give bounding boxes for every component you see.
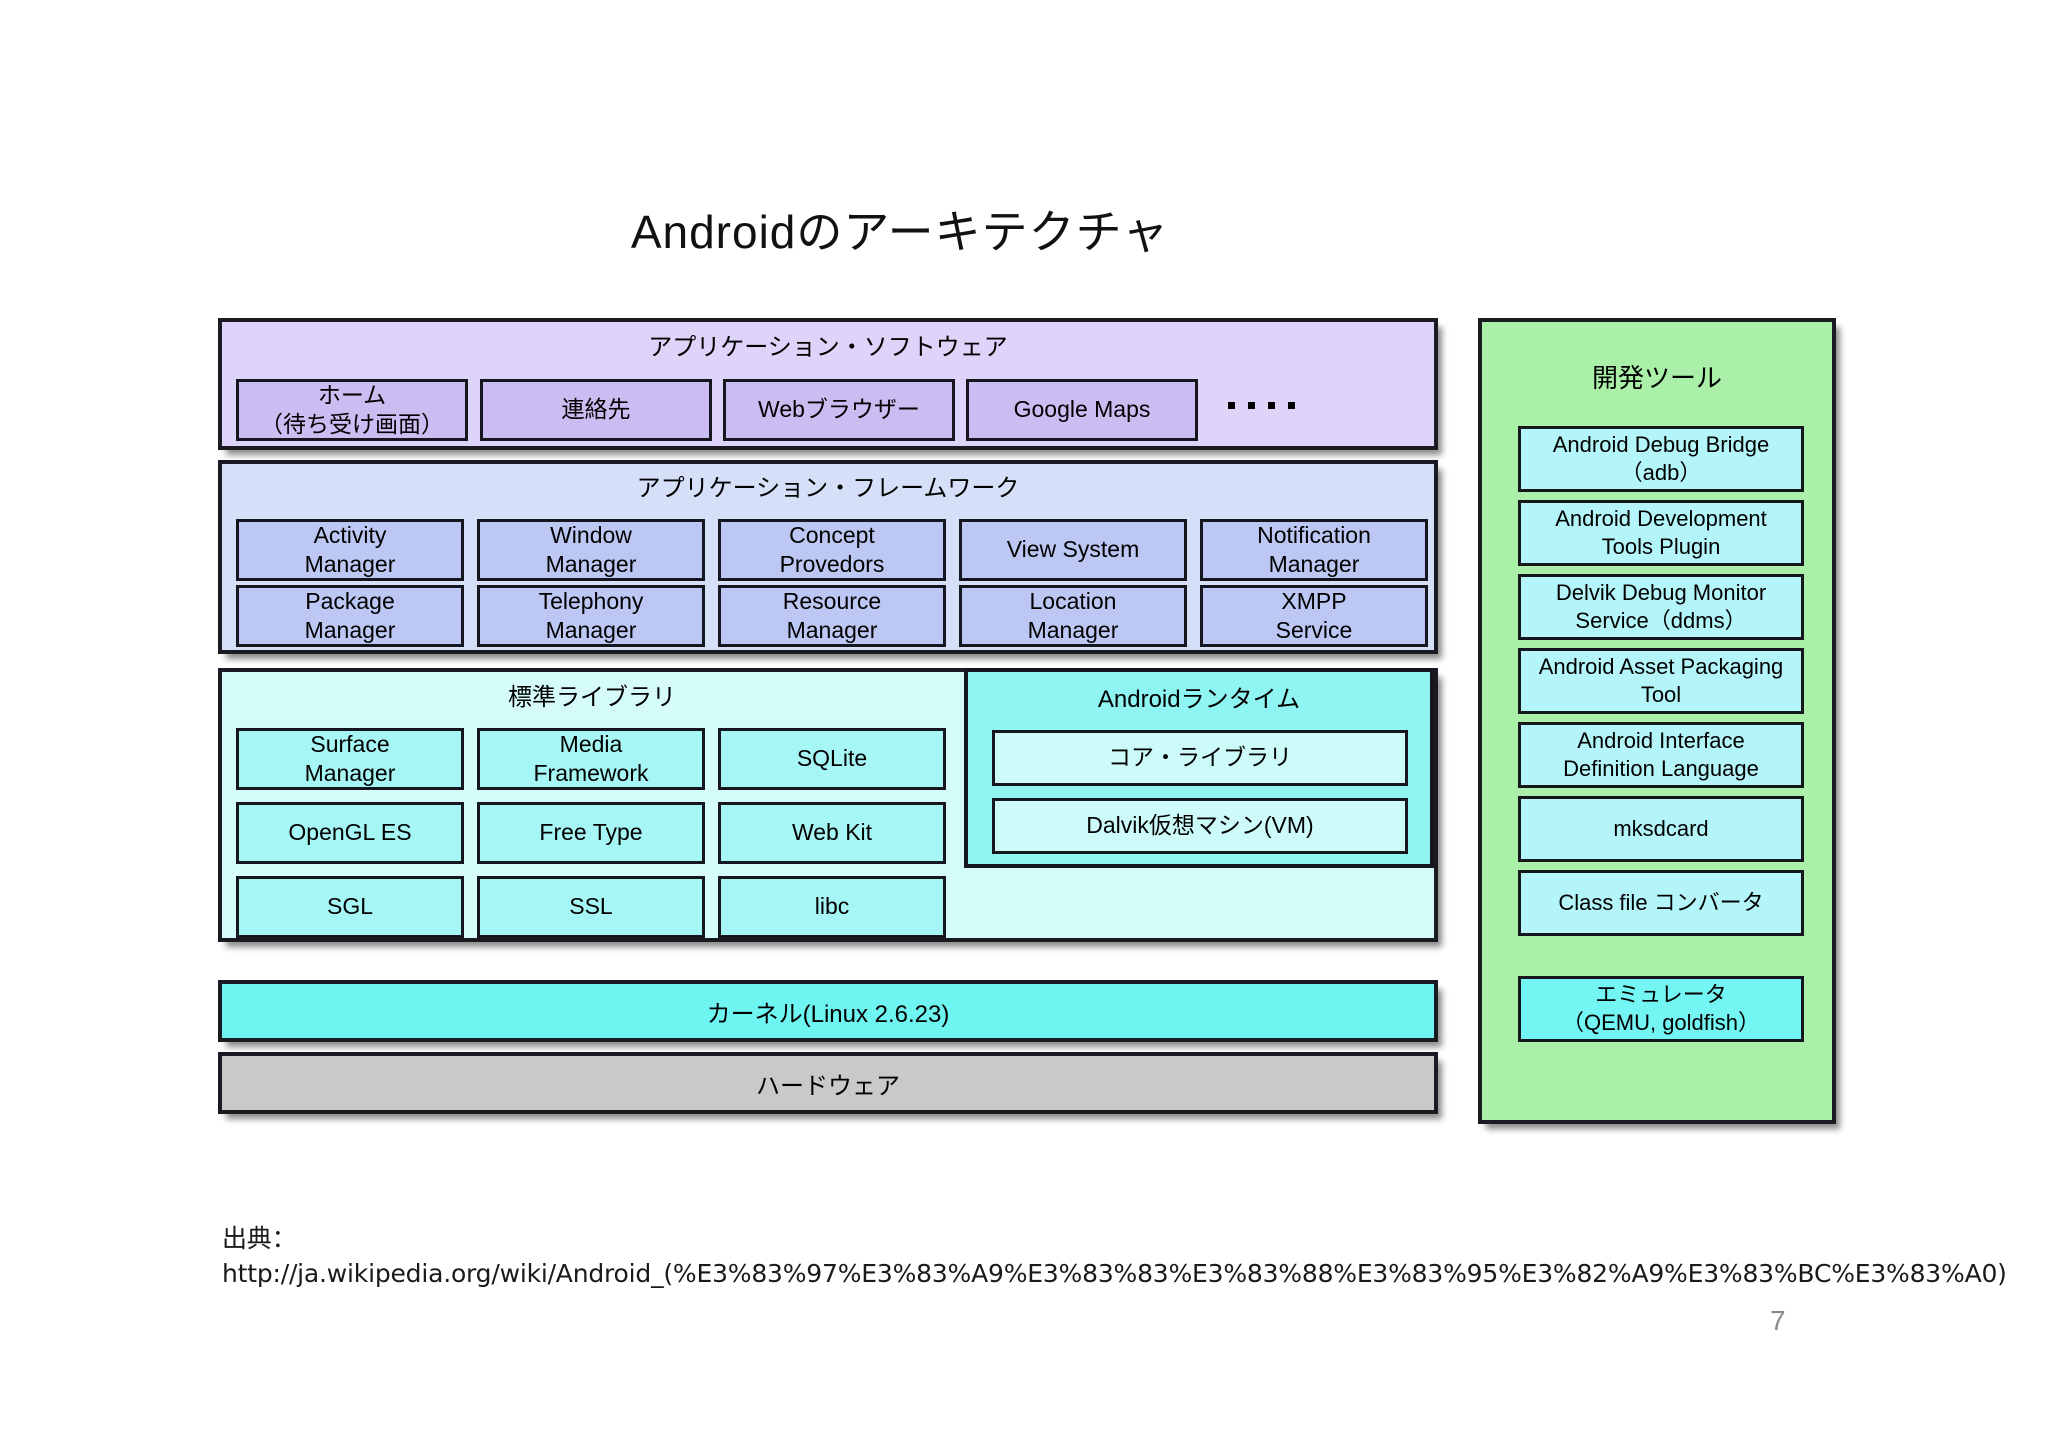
library-box-ssl[interactable]: SSL [477,876,705,938]
app-box-web-browser[interactable]: Webブラウザー [723,379,955,441]
tool-box-aapt[interactable]: Android Asset Packaging Tool [1518,648,1804,714]
framework-box-activity-manager[interactable]: Activity Manager [236,519,464,581]
application-framework-layer: アプリケーション・フレームワーク Activity Manager Window… [218,460,1438,654]
libraries-layer: 標準ライブラリ Surface Manager Media Framework … [218,668,1438,942]
library-box-sqlite[interactable]: SQLite [718,728,946,790]
kernel-layer: カーネル(Linux 2.6.23) [218,980,1438,1042]
framework-box-telephony-manager[interactable]: Telephony Manager [477,585,705,647]
tool-box-adt-plugin[interactable]: Android Development Tools Plugin [1518,500,1804,566]
application-software-layer: アプリケーション・ソフトウェア ホーム （待ち受け画面） 連絡先 Webブラウザ… [218,318,1438,450]
development-tools-panel: 開発ツール Android Debug Bridge （adb） Android… [1478,318,1836,1124]
runtime-box-dalvik-vm[interactable]: Dalvik仮想マシン(VM) [992,798,1408,854]
ellipsis-dots [1228,402,1295,409]
tool-box-mksdcard[interactable]: mksdcard [1518,796,1804,862]
library-box-web-kit[interactable]: Web Kit [718,802,946,864]
tool-box-adb[interactable]: Android Debug Bridge （adb） [1518,426,1804,492]
application-framework-heading: アプリケーション・フレームワーク [636,475,1020,502]
tool-box-emulator[interactable]: エミュレータ （QEMU, goldfish） [1518,976,1804,1042]
tool-box-aidl[interactable]: Android Interface Definition Language [1518,722,1804,788]
library-box-free-type[interactable]: Free Type [477,802,705,864]
framework-box-location-manager[interactable]: Location Manager [959,585,1187,647]
framework-box-package-manager[interactable]: Package Manager [236,585,464,647]
framework-box-notification-manager[interactable]: Notification Manager [1200,519,1428,581]
tool-box-ddms[interactable]: Delvik Debug Monitor Service（ddms） [1518,574,1804,640]
library-box-sgl[interactable]: SGL [236,876,464,938]
app-box-google-maps[interactable]: Google Maps [966,379,1198,441]
libraries-heading: 標準ライブラリ [508,684,676,711]
framework-box-window-manager[interactable]: Window Manager [477,519,705,581]
library-box-libc[interactable]: libc [718,876,946,938]
runtime-box-core-libraries[interactable]: コア・ライブラリ [992,730,1408,786]
framework-box-concept-provedors[interactable]: Concept Provedors [718,519,946,581]
hardware-layer: ハードウェア [218,1052,1438,1114]
source-footer: 出典： http://ja.wikipedia.org/wiki/Android… [222,1222,2007,1291]
android-runtime-heading: Androidランタイム [1097,686,1301,713]
framework-box-xmpp-service[interactable]: XMPP Service [1200,585,1428,647]
page-number: 7 [1770,1305,1786,1336]
framework-box-view-system[interactable]: View System [959,519,1187,581]
development-tools-heading: 開発ツール [1591,363,1722,393]
app-box-contacts[interactable]: 連絡先 [480,379,712,441]
source-url: http://ja.wikipedia.org/wiki/Android_(%E… [222,1258,2007,1288]
app-box-home[interactable]: ホーム （待ち受け画面） [236,379,468,441]
library-box-surface-manager[interactable]: Surface Manager [236,728,464,790]
application-software-heading: アプリケーション・ソフトウェア [648,334,1008,361]
source-label: 出典： [222,1224,297,1253]
android-runtime-panel: Androidランタイム コア・ライブラリ Dalvik仮想マシン(VM) [964,668,1434,868]
hardware-label: ハードウェア [756,1072,900,1100]
kernel-label: カーネル(Linux 2.6.23) [706,1000,950,1028]
tool-box-class-file-converter[interactable]: Class file コンバータ [1518,870,1804,936]
library-box-media-framework[interactable]: Media Framework [477,728,705,790]
library-box-opengl-es[interactable]: OpenGL ES [236,802,464,864]
framework-box-resource-manager[interactable]: Resource Manager [718,585,946,647]
page-title: Androidのアーキテクチャ [630,206,1170,258]
